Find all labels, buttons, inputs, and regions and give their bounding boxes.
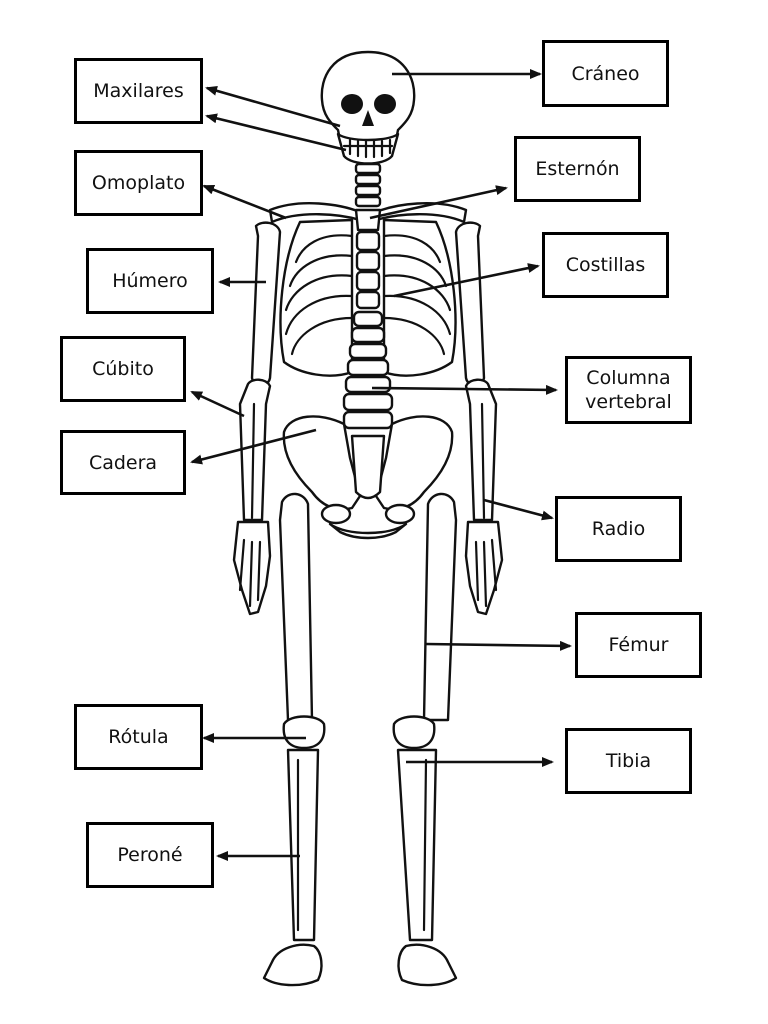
arrow-radio <box>483 498 554 521</box>
arrow-cadera <box>190 428 317 465</box>
label-perone-text: Peroné <box>117 844 183 866</box>
arrow-maxilares-upper <box>205 85 341 128</box>
spine <box>342 310 394 430</box>
label-craneo-text: Cráneo <box>571 62 640 85</box>
label-craneo: Cráneo <box>542 40 669 107</box>
jaw <box>336 132 400 165</box>
left-leg <box>262 492 326 987</box>
arrow-costillas <box>393 263 540 298</box>
label-maxilares-text: Maxilares <box>93 80 184 102</box>
label-costillas: Costillas <box>542 232 669 298</box>
label-perone: Peroné <box>86 822 214 888</box>
label-maxilares: Maxilares <box>74 58 203 124</box>
arrow-omoplato <box>202 184 287 220</box>
rib-cage <box>279 218 457 377</box>
label-esternon: Esternón <box>514 136 641 202</box>
label-humero-text: Húmero <box>112 270 188 292</box>
label-radio-text: Radio <box>591 518 646 540</box>
arrow-esternon <box>369 185 508 220</box>
label-esternon-text: Esternón <box>535 158 620 180</box>
neck-vertebrae <box>354 162 382 208</box>
label-columna-vertebral: Columna vertebral <box>565 356 692 424</box>
label-tibia-text: Tibia <box>605 750 652 772</box>
label-cadera: Cadera <box>60 430 186 495</box>
skull <box>320 50 416 149</box>
label-femur-text: Fémur <box>608 634 669 656</box>
label-rotula: Rótula <box>74 704 203 770</box>
label-radio: Radio <box>555 496 682 562</box>
label-humero: Húmero <box>86 248 214 314</box>
pelvis <box>282 415 454 540</box>
label-cubito: Cúbito <box>60 336 186 402</box>
arrow-maxilares-lower <box>205 113 347 152</box>
label-cadera-text: Cadera <box>88 451 158 474</box>
pointer-arrows <box>190 69 572 861</box>
left-arm <box>232 221 282 616</box>
arrow-cubito <box>190 390 245 418</box>
label-rotula-text: Rótula <box>108 726 169 748</box>
label-omoplato: Omoplato <box>74 150 203 216</box>
label-columna-vertebral-text: Columna vertebral <box>585 367 672 413</box>
label-tibia: Tibia <box>565 728 692 794</box>
label-cubito-text: Cúbito <box>92 358 154 380</box>
label-femur: Fémur <box>575 612 702 678</box>
sternum <box>354 208 382 310</box>
arrow-columna <box>371 384 558 395</box>
label-omoplato-text: Omoplato <box>91 172 186 194</box>
label-costillas-text: Costillas <box>565 254 646 276</box>
arrow-femur <box>425 640 572 651</box>
right-arm <box>454 221 504 616</box>
skeleton <box>232 50 504 987</box>
right-leg <box>392 492 458 987</box>
